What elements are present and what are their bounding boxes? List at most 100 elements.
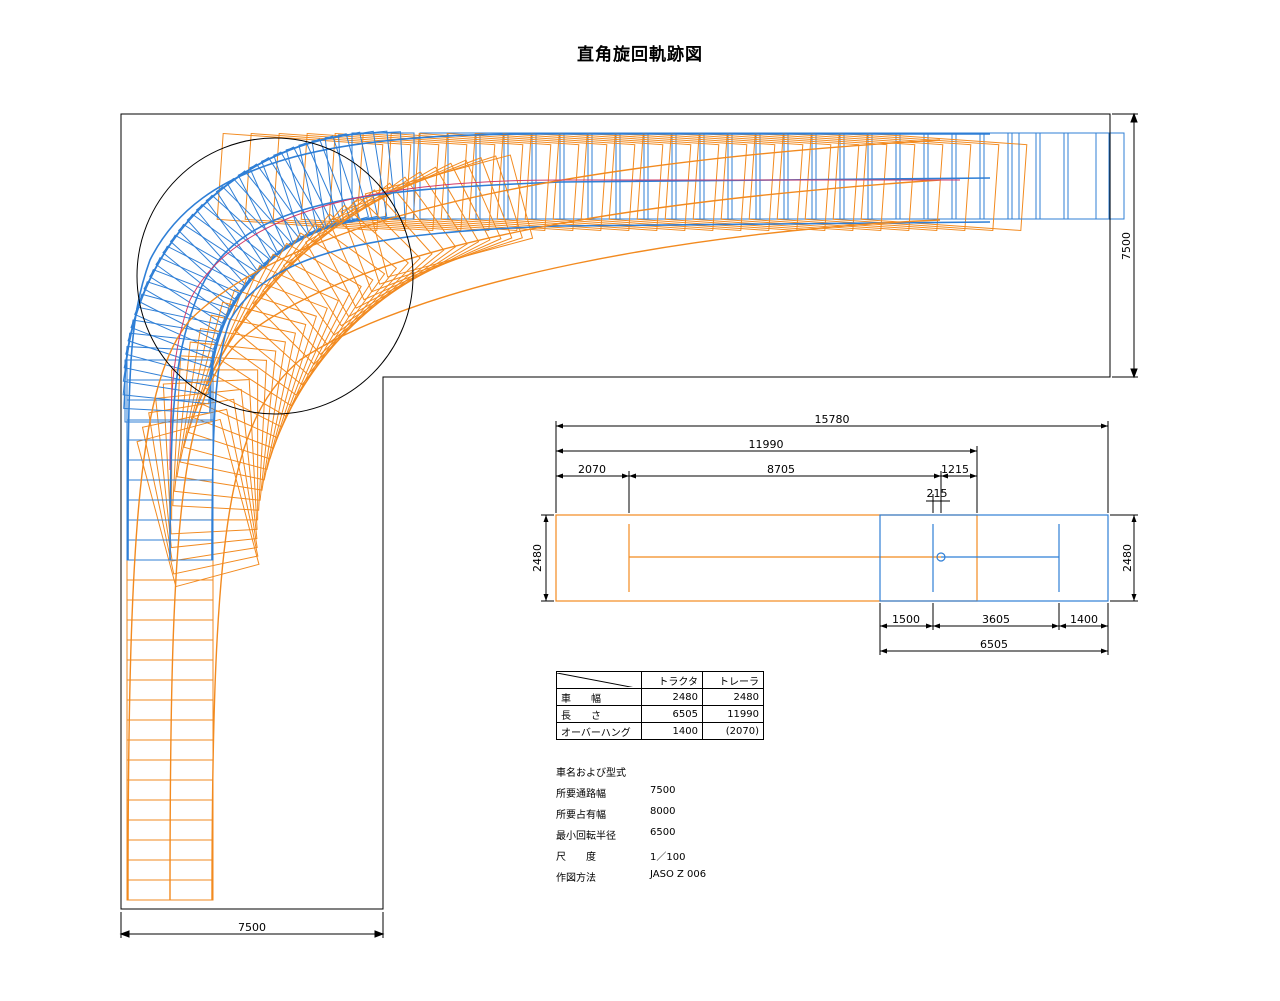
spec-value: (2070) (702, 722, 764, 740)
info-label: 車名および型式 (556, 768, 626, 779)
spec-table: トラクタ トレーラ 車 幅 2480 2480 長 さ 6505 11990 オ… (556, 671, 764, 740)
tractor-footprint (587, 132, 649, 220)
tractor-footprint (1035, 132, 1097, 220)
spec-value: 6505 (641, 705, 703, 723)
list-item: 所要占有幅 8000 (556, 806, 706, 827)
trailer-footprint (272, 132, 440, 232)
tractor-footprint (811, 132, 873, 220)
trailer-footprint (176, 327, 287, 491)
spec-label: オーバーハング (556, 722, 642, 740)
dim-overall: 15780 (815, 413, 850, 426)
trailer-footprint (720, 132, 888, 232)
wheel-track-curve (169, 179, 960, 471)
info-label: 所要通路幅 (556, 789, 606, 800)
dim-tractor-rear: 1500 (892, 613, 920, 626)
trailer-footprint (412, 132, 580, 232)
table-row: 長 さ 6505 11990 (556, 705, 764, 723)
trailer-footprint (211, 242, 362, 418)
info-value: 7500 (650, 785, 676, 796)
trailer-footprint (155, 388, 258, 549)
road-width-label: 7500 (238, 921, 266, 934)
dim-tractor-length: 6505 (980, 638, 1008, 651)
tractor-footprint (867, 132, 929, 220)
trailer-footprint (148, 398, 258, 562)
trailer-footprint (198, 264, 340, 439)
info-value: 6500 (650, 827, 676, 838)
spec-header-trailer: トレーラ (702, 671, 764, 689)
dimension-arrowheads (543, 423, 1137, 654)
road-width-dimension (119, 912, 385, 938)
trailer-outline (555, 514, 978, 602)
spec-value: 2480 (702, 688, 764, 706)
road-height-dimension (1112, 112, 1138, 379)
info-label: 作図方法 (556, 873, 596, 884)
trailer-footprint (192, 276, 328, 449)
spec-header-tractor: トラクタ (641, 671, 703, 689)
trailer-footprint (300, 132, 468, 232)
vehicle-plan-view (555, 514, 1109, 602)
tractor-outline (879, 514, 1109, 602)
trailer-footprint (262, 189, 433, 355)
dim-width-left: 2480 (531, 544, 544, 572)
trailer-footprint (141, 408, 259, 575)
tractor-footprint (727, 132, 789, 220)
wheel-track-curve (211, 221, 991, 561)
spec-corner (556, 671, 642, 689)
trailer-footprint (293, 171, 468, 327)
trailer-footprint (162, 379, 258, 535)
list-item: 最小回転半径 6500 (556, 827, 706, 848)
table-row: 車 幅 2480 2480 (556, 688, 764, 706)
trailer-footprint (860, 132, 1028, 232)
trailer-footprint (252, 196, 421, 365)
info-label: 所要占有幅 (556, 810, 606, 821)
dim-kingpin-ahead: 1215 (941, 463, 969, 476)
info-value: 8000 (650, 806, 676, 817)
dim-trailer-wheelbase: 8705 (767, 463, 795, 476)
tractor-footprint (503, 132, 565, 220)
trailer-footprint (664, 132, 832, 232)
trailer-footprint (384, 132, 552, 232)
trailer-footprint (692, 132, 860, 232)
trailer-footprint (804, 132, 972, 232)
tractor-footprint (951, 132, 1013, 220)
spec-label: 車 幅 (556, 688, 642, 706)
trailer-footprint (496, 132, 664, 232)
wheel-track-curve (169, 177, 991, 561)
dim-tractor-front: 1400 (1070, 613, 1098, 626)
tractor-footprint (895, 132, 957, 220)
trailer-footprint (216, 132, 384, 232)
tractor-footprint (1018, 132, 1110, 220)
tractor-footprint (419, 132, 481, 220)
spec-value: 11990 (702, 705, 764, 723)
trailer-footprint (218, 232, 374, 407)
spec-label: 長 さ (556, 705, 642, 723)
trailer-footprint (226, 222, 386, 396)
list-item: 所要通路幅 7500 (556, 785, 706, 806)
spec-table-header: トラクタ トレーラ (556, 671, 764, 689)
trailer-footprint (440, 132, 608, 232)
list-item: 車名および型式 (556, 764, 706, 785)
tractor-footprint (755, 132, 817, 220)
trailer-footprint (832, 132, 1000, 232)
tractor-footprint (923, 132, 985, 220)
info-value: 1／100 (650, 852, 686, 863)
road-height-label: 7500 (1120, 232, 1133, 260)
table-row: オーバーハング 1400 (2070) (556, 722, 764, 740)
trailer-footprint (636, 132, 804, 232)
trailer-footprint (356, 132, 524, 232)
info-label: 最小回転半径 (556, 831, 616, 842)
tractor-footprint (1007, 132, 1069, 220)
spec-value: 1400 (641, 722, 703, 740)
trailer-footprint (136, 418, 260, 588)
info-label: 尺 度 (556, 852, 596, 863)
dim-trailer-length: 11990 (749, 438, 784, 451)
vehicle-dimension-lines (541, 421, 1138, 655)
road-outline (120, 113, 1111, 910)
trailer-footprint (282, 176, 457, 336)
tractor-footprint (1063, 132, 1125, 220)
dim-coupler-offset: 215 (927, 487, 948, 500)
dim-front-overhang: 2070 (578, 463, 606, 476)
trailer-footprint (748, 132, 916, 232)
